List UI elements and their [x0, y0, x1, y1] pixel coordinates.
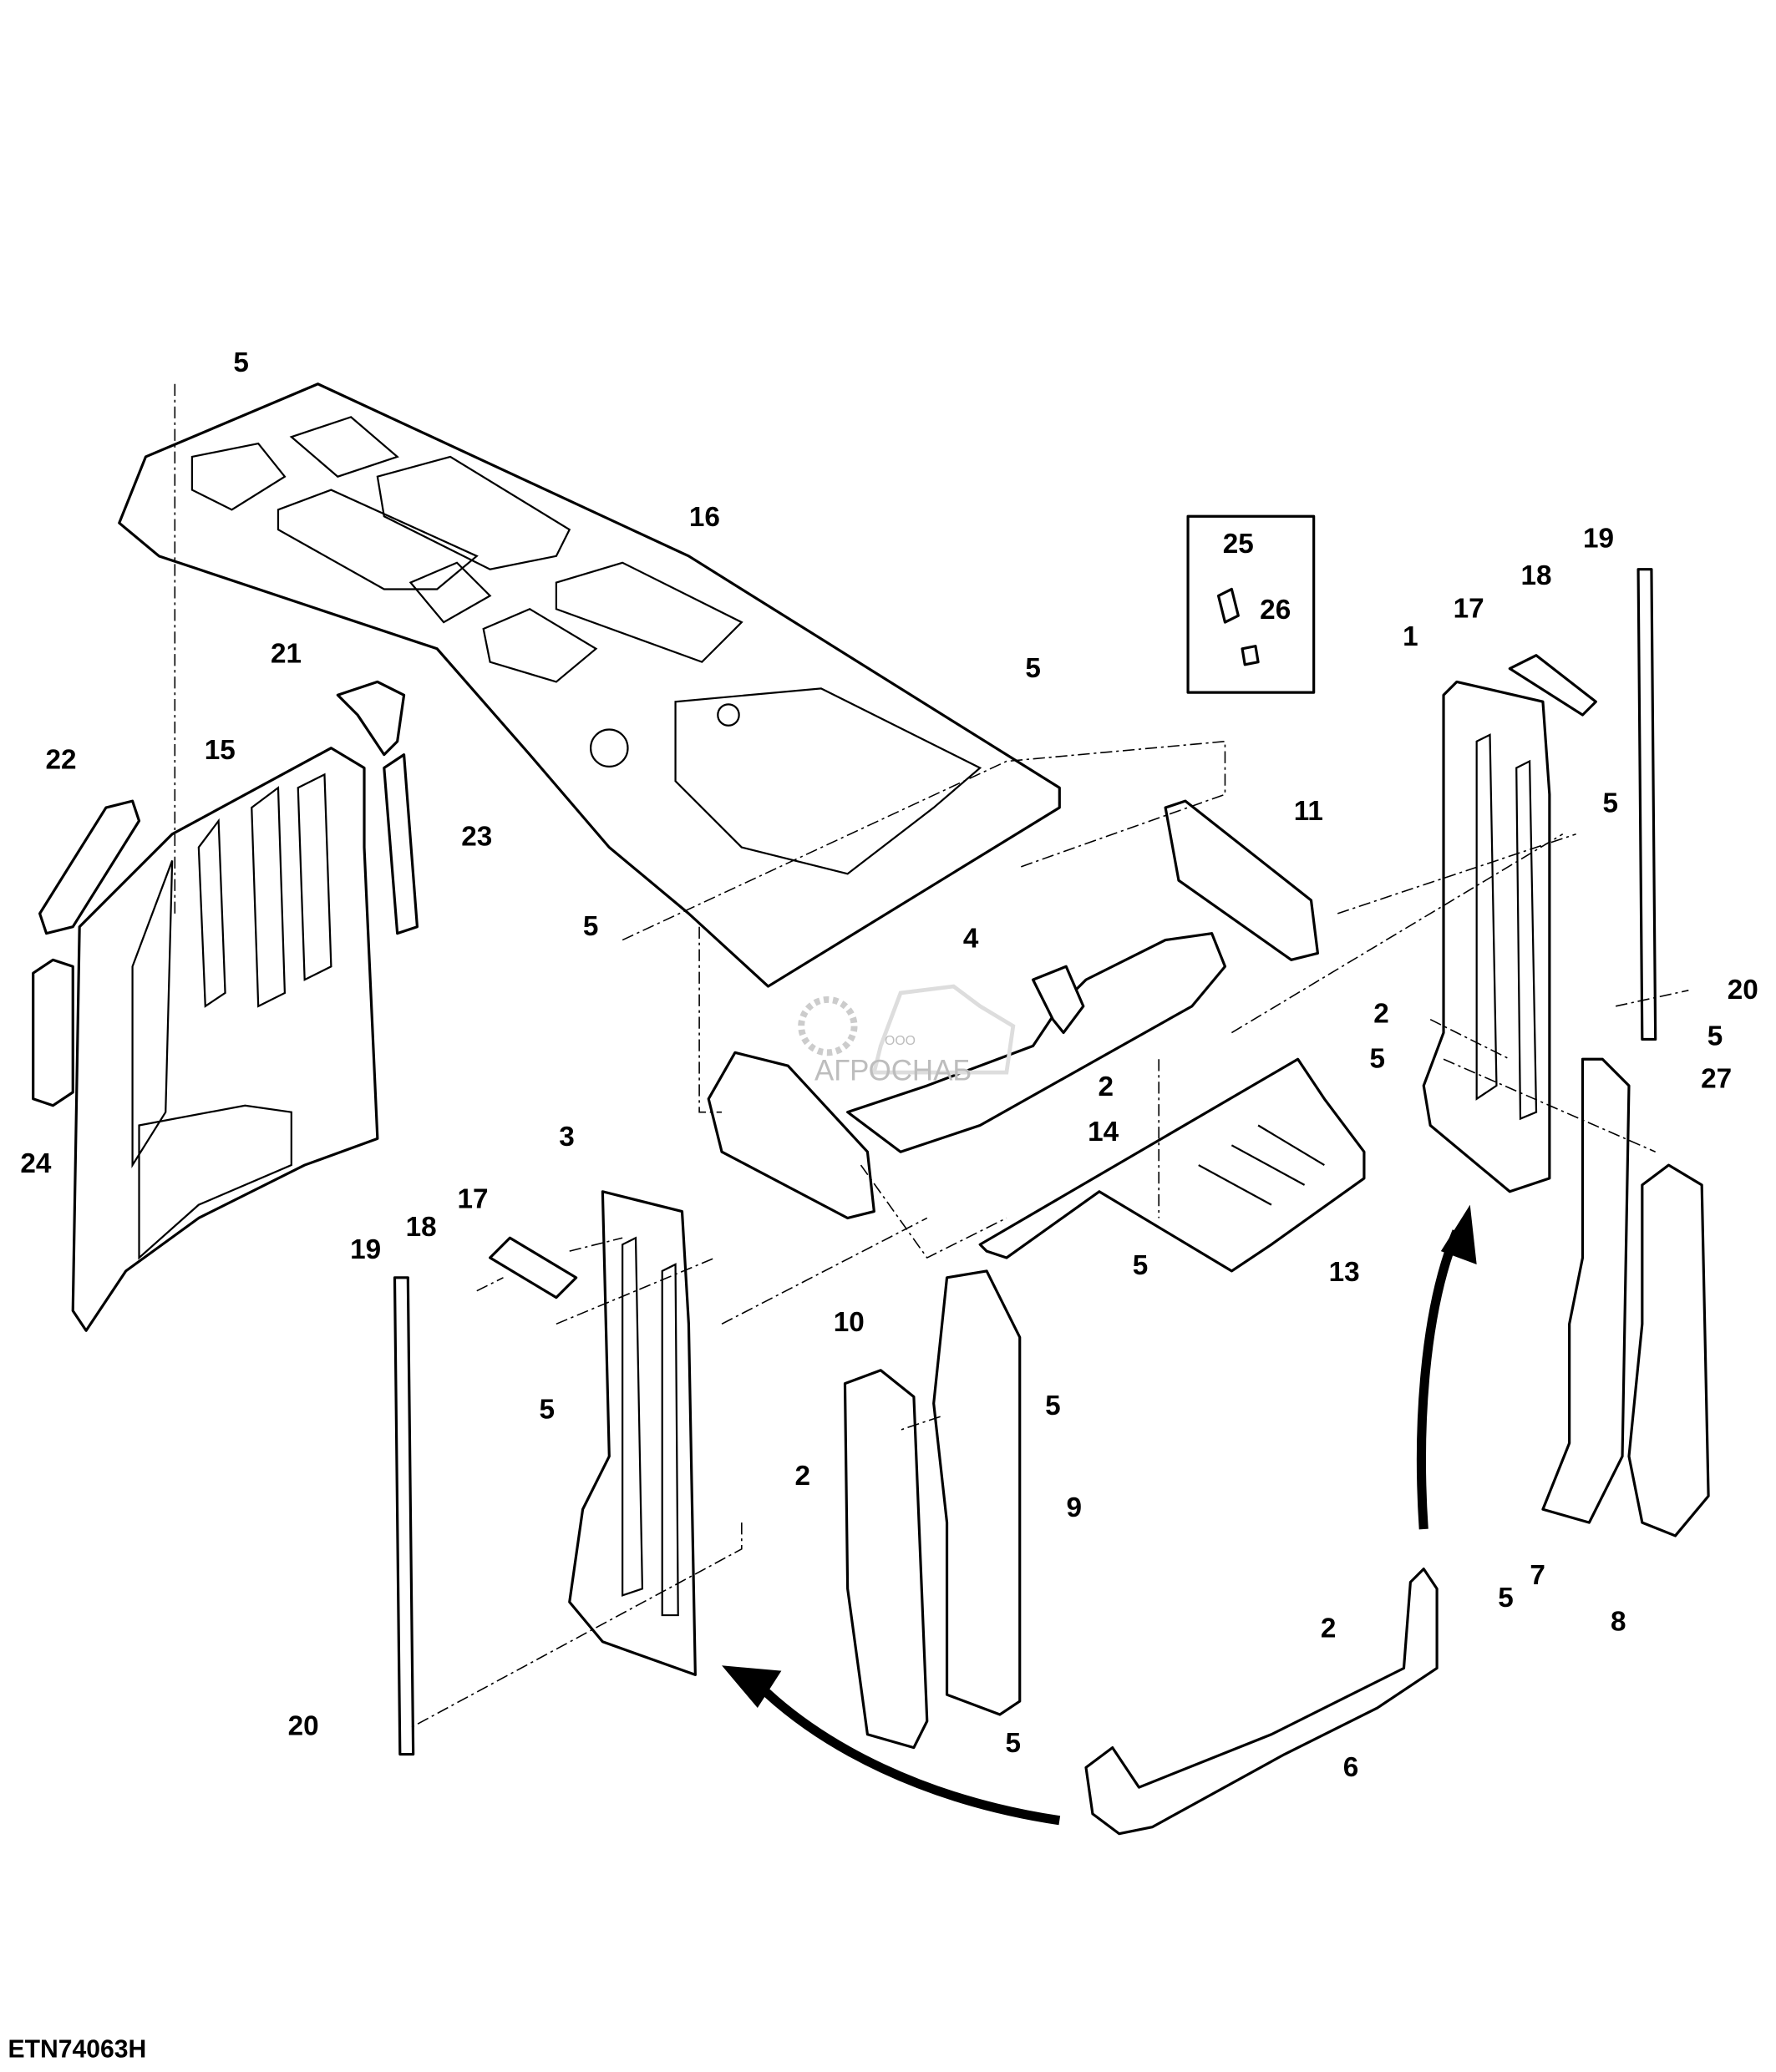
part-4-tab [1032, 965, 1085, 1035]
callout-6: 6 [1343, 1752, 1359, 1783]
callout-5: 5 [1025, 653, 1041, 684]
part-26 [1241, 645, 1260, 666]
rotation-arrows [722, 1204, 1477, 1826]
callout-2: 2 [1321, 1613, 1337, 1644]
part-23 [383, 753, 419, 935]
callout-21: 21 [271, 639, 302, 670]
part-11 [1164, 799, 1320, 961]
part-17-right [1508, 654, 1597, 717]
part-13 [978, 1057, 1366, 1273]
callout-2: 2 [1373, 999, 1389, 1030]
callout-20: 20 [288, 1711, 319, 1742]
callout-5: 5 [540, 1395, 556, 1426]
callout-5: 5 [1370, 1044, 1386, 1075]
callout-26: 26 [1260, 595, 1291, 626]
callout-17: 17 [457, 1184, 488, 1215]
callout-9: 9 [1066, 1492, 1082, 1523]
callout-16: 16 [689, 502, 720, 533]
part-1 [1422, 680, 1551, 1193]
part-24 [32, 958, 74, 1107]
part-19-left [393, 1276, 415, 1756]
part-25 [1216, 587, 1240, 624]
watermark-name: АГРОСНАБ [814, 1055, 972, 1087]
part-4 [846, 932, 1227, 1153]
callout-5: 5 [1045, 1391, 1061, 1421]
callout-24: 24 [20, 1148, 52, 1179]
part-9 [932, 1269, 1022, 1716]
callout-5: 5 [583, 911, 599, 942]
callout-15: 15 [205, 735, 236, 766]
part-8 [1627, 1163, 1710, 1538]
part-22 [38, 799, 141, 935]
callout-14: 14 [1088, 1117, 1119, 1147]
watermark-logo: ООО АГРОСНАБ [798, 984, 1016, 1087]
callout-5: 5 [233, 347, 249, 378]
callout-8: 8 [1611, 1606, 1626, 1637]
callout-25: 25 [1223, 529, 1254, 560]
callout-3: 3 [559, 1122, 575, 1153]
callout-1: 1 [1403, 621, 1418, 652]
callout-20: 20 [1728, 975, 1758, 1006]
part-21 [336, 680, 406, 757]
part-6 [1084, 1567, 1439, 1836]
callout-5: 5 [1133, 1250, 1149, 1281]
callout-18: 18 [406, 1212, 437, 1243]
callout-17: 17 [1454, 594, 1484, 625]
part-rear-panel [71, 747, 379, 1332]
part-10 [843, 1369, 929, 1750]
assembly-lines [174, 383, 1689, 1729]
callout-27: 27 [1701, 1063, 1732, 1094]
callout-13: 13 [1329, 1257, 1360, 1288]
part-3 [568, 1190, 697, 1676]
part-7 [1541, 1057, 1631, 1524]
callout-7: 7 [1530, 1560, 1545, 1591]
callout-4: 4 [963, 923, 979, 954]
part-17-left [489, 1236, 578, 1299]
part-19-right [1636, 568, 1657, 1041]
callout-5: 5 [1498, 1583, 1514, 1614]
callout-5: 5 [1006, 1728, 1022, 1759]
callout-18: 18 [1520, 560, 1551, 591]
figure-id: ETN74063H [8, 2036, 147, 2064]
callout-2: 2 [1099, 1071, 1114, 1102]
callout-22: 22 [45, 744, 76, 775]
part-roof-panel [118, 382, 1061, 988]
callout-5: 5 [1603, 788, 1619, 819]
callout-2: 2 [794, 1461, 810, 1492]
callout-5: 5 [1707, 1021, 1723, 1052]
callout-11: 11 [1294, 796, 1323, 827]
part-bracket [707, 1051, 875, 1220]
callout-19: 19 [350, 1234, 381, 1265]
callout-19: 19 [1583, 524, 1614, 555]
callout-23: 23 [461, 821, 492, 852]
watermark-prefix: ООО [885, 1034, 916, 1048]
callout-10: 10 [834, 1307, 865, 1338]
